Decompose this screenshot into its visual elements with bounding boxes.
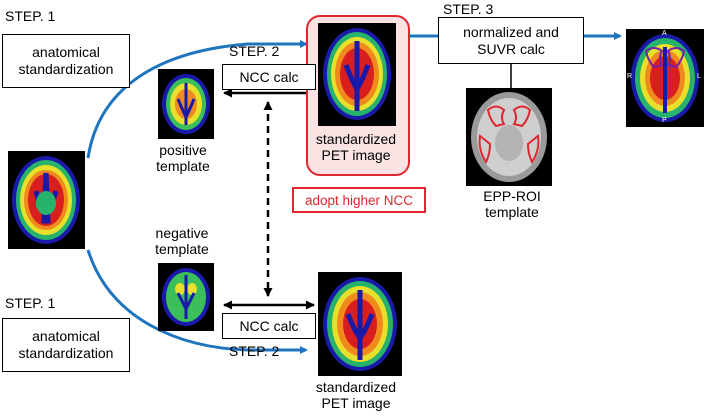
normalized-brain-render — [626, 29, 704, 127]
positive-template-caption: positive template — [150, 142, 216, 174]
orient-anterior: A — [662, 30, 667, 37]
orient-posterior: P — [662, 117, 667, 124]
negative-template-caption: negative template — [146, 225, 218, 257]
normalized-line2: SUVR calc — [477, 40, 545, 57]
lower-flow-curve — [86, 249, 308, 354]
step3-label: STEP. 3 — [443, 1, 494, 17]
standardized-pet-image-top — [318, 23, 396, 126]
epp-line1: EPP-ROI — [483, 188, 541, 204]
anat-top-line2: standardization — [18, 61, 114, 77]
orient-left: L — [697, 73, 701, 80]
anatomical-standardization-bottom-box: anatomical standardization — [2, 318, 130, 372]
normalized-suvr-box: normalized and SUVR calc — [438, 17, 584, 64]
standardized-bottom-caption: standardized PET image — [306, 379, 406, 411]
anatomical-standardization-top-box: anatomical standardization — [2, 34, 130, 88]
step1-top-label: STEP. 1 — [5, 8, 56, 24]
std-top-line2: PET image — [321, 147, 391, 163]
anat-bottom-line1: anatomical — [32, 328, 100, 344]
normalized-result-image: A P R L — [626, 29, 704, 127]
ncc-bottom-text: NCC calc — [239, 317, 299, 334]
negative-template-image — [158, 263, 214, 331]
anat-top-line1: anatomical — [32, 44, 100, 60]
input-pet-image — [8, 151, 85, 249]
std-bottom-line1: standardized — [315, 379, 397, 395]
ncc-top-text: NCC calc — [239, 68, 299, 85]
standardized-pet-image-bottom — [318, 272, 402, 376]
ncc-calc-top-box: NCC calc — [222, 64, 316, 90]
upper-flow-curve — [86, 40, 308, 159]
std-top-line1: standardized — [315, 131, 397, 147]
adopt-text: adopt higher NCC — [304, 192, 414, 208]
normalized-line1: normalized and — [463, 23, 559, 40]
positive-line1: positive — [159, 142, 207, 158]
epp-roi-caption: EPP-ROI template — [474, 188, 550, 220]
std-bottom-line2: PET image — [321, 395, 391, 411]
adopt-higher-ncc-box: adopt higher NCC — [292, 187, 426, 213]
negative-line1: negative — [155, 225, 209, 241]
anat-bottom-line2: standardization — [18, 345, 114, 361]
ncc-calc-bottom-box: NCC calc — [222, 313, 316, 339]
orient-right: R — [627, 73, 633, 80]
step1-bottom-label: STEP. 1 — [5, 295, 56, 311]
standardized-top-caption: standardized PET image — [308, 131, 404, 163]
epp-line2: template — [485, 204, 539, 220]
positive-template-image — [158, 69, 214, 139]
step2-top-label: STEP. 2 — [229, 43, 280, 59]
step2-bottom-label: STEP. 2 — [229, 343, 280, 359]
negative-line2: template — [155, 241, 209, 257]
epp-roi-template-image — [466, 88, 552, 186]
positive-line2: template — [156, 158, 210, 174]
